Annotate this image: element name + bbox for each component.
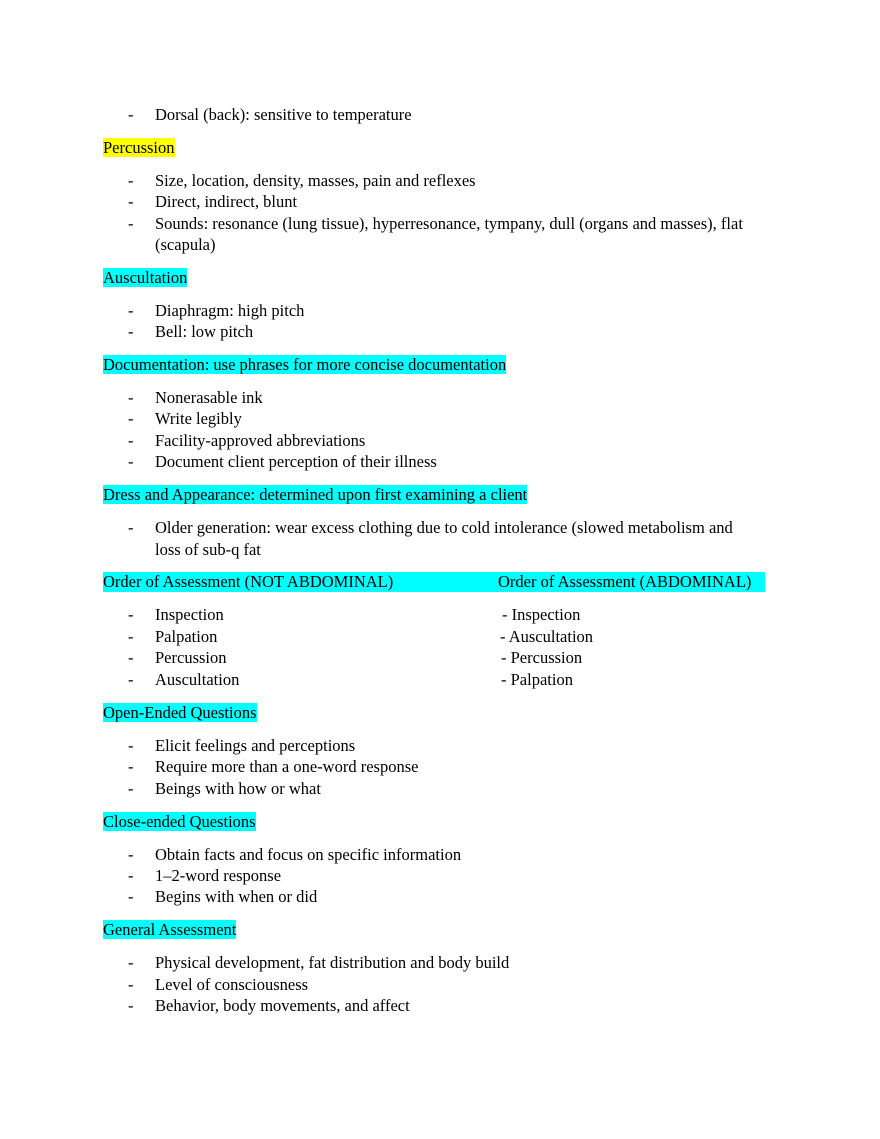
list-item-text: Dorsal (back): sensitive to temperature (155, 105, 412, 124)
section-dress-appearance: Dress and Appearance: determined upon fi… (103, 485, 528, 505)
list-item-text: Begins with when or did (155, 887, 318, 906)
list-item-text: Size, location, density, masses, pain an… (155, 171, 476, 190)
bullet-dash: - (128, 214, 134, 233)
section-open-ended: Open-Ended Questions (103, 703, 257, 723)
section-heading: Open-Ended Questions (103, 703, 257, 722)
list-item-text: Beings with how or what (155, 779, 321, 798)
section-order-of-assessment: Order of Assessment (NOT ABDOMINAL) Orde… (103, 572, 765, 592)
section-heading: Percussion (103, 138, 175, 157)
bullet-dash: - (128, 605, 134, 624)
bullet-dash: - (128, 670, 134, 689)
list-item-text: Bell: low pitch (155, 322, 254, 341)
list-item-text: Direct, indirect, blunt (155, 192, 298, 211)
list-item: - Auscultation - Palpation (0, 670, 880, 690)
bullet-dash: - (128, 779, 134, 798)
bullet-dash: - (128, 431, 134, 450)
bullet-dash: - (128, 845, 134, 864)
list-item-text: Auscultation (155, 670, 240, 689)
section-documentation: Documentation: use phrases for more conc… (103, 355, 507, 375)
bullet-dash: - (128, 975, 134, 994)
list-item-text: Palpation (155, 627, 218, 646)
bullet-dash: - (128, 452, 134, 471)
section-heading-bar: Order of Assessment (NOT ABDOMINAL) (103, 572, 765, 592)
list-item-text: Physical development, fat distribution a… (155, 953, 510, 972)
bullet-dash: - (128, 518, 134, 537)
list-item-text: 1–2-word response (155, 866, 282, 885)
section-heading: Dress and Appearance: determined upon fi… (103, 485, 528, 504)
list-item-text: Elicit feelings and perceptions (155, 736, 356, 755)
bullet-dash: - (128, 322, 134, 341)
bullet-dash: - (128, 301, 134, 320)
list-item-text: Write legibly (155, 409, 242, 428)
bullet-dash: - (128, 953, 134, 972)
list-item-text: Facility-approved abbreviations (155, 431, 366, 450)
bullet-dash: - (128, 866, 134, 885)
list-item-text: (scapula) (155, 235, 216, 254)
section-heading: Documentation: use phrases for more conc… (103, 355, 507, 374)
list-item-text: Document client perception of their illn… (155, 452, 437, 471)
list-item: - Palpation - Auscultation (0, 627, 880, 647)
list-item-right: - Palpation (501, 670, 573, 689)
section-close-ended: Close-ended Questions (103, 812, 256, 832)
bullet-dash: - (128, 736, 134, 755)
list-item-text: loss of sub-q fat (155, 540, 261, 559)
bullet-dash: - (128, 887, 134, 906)
bullet-dash: - (128, 409, 134, 428)
list-item-text: Behavior, body movements, and affect (155, 996, 410, 1015)
list-item-text: Percussion (155, 648, 227, 667)
list-item-text: Diaphragm: high pitch (155, 301, 305, 320)
list-item-text: Require more than a one-word response (155, 757, 419, 776)
bullet-dash: - (128, 757, 134, 776)
section-general-assessment: General Assessment (103, 920, 237, 940)
list-item-right: - Auscultation (500, 627, 594, 646)
bullet-dash: - (128, 388, 134, 407)
bullet-dash: - (128, 192, 134, 211)
list-item-text: Inspection (155, 605, 224, 624)
list-item-text: Level of consciousness (155, 975, 309, 994)
bullet-dash: - (128, 627, 134, 646)
list-item-text: Sounds: resonance (lung tissue), hyperre… (155, 214, 743, 233)
bullet-dash: - (128, 648, 134, 667)
bullet-dash: - (128, 171, 134, 190)
list-item-text: Nonerasable ink (155, 388, 263, 407)
section-heading: Close-ended Questions (103, 812, 256, 831)
section-heading-right: Order of Assessment (ABDOMINAL) (498, 572, 752, 591)
list-item: - Inspection - Inspection (0, 605, 880, 625)
section-heading: Auscultation (103, 268, 188, 287)
section-percussion: Percussion (103, 138, 175, 158)
list-item-right: - Inspection (502, 605, 581, 624)
list-item: - Percussion - Percussion (0, 648, 880, 668)
list-item-right: - Percussion (501, 648, 583, 667)
section-heading: General Assessment (103, 920, 237, 939)
section-heading-left: Order of Assessment (NOT ABDOMINAL) (103, 572, 394, 591)
bullet-dash: - (128, 105, 134, 124)
list-item-text: Obtain facts and focus on specific infor… (155, 845, 462, 864)
bullet-dash: - (128, 996, 134, 1015)
list-item-text: Older generation: wear excess clothing d… (155, 518, 733, 537)
section-auscultation: Auscultation (103, 268, 188, 288)
